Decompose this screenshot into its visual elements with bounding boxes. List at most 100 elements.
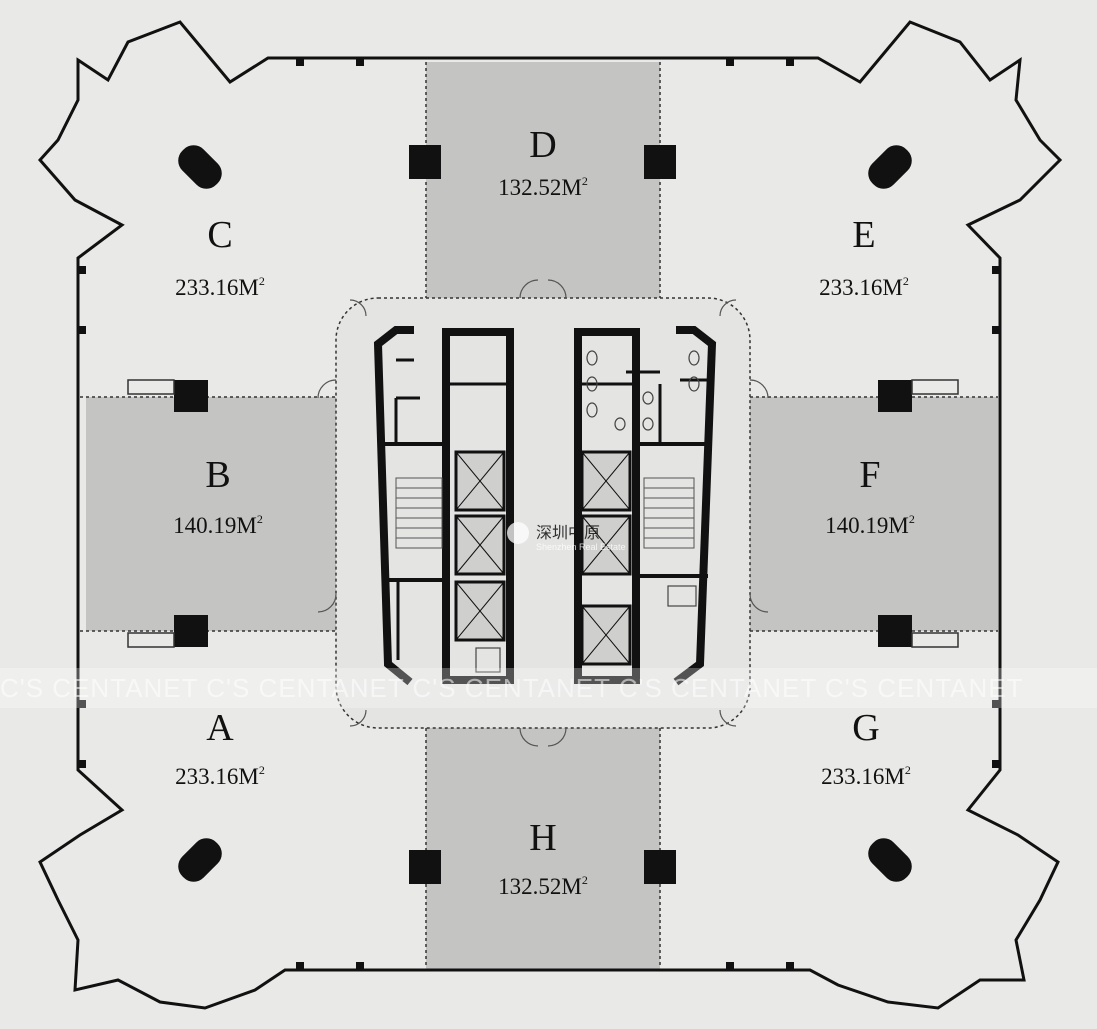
unit-label-F: F 140.19M2 — [825, 454, 915, 538]
door-swing — [349, 299, 367, 317]
unit-letter: E — [852, 214, 875, 256]
mullion — [992, 266, 1000, 274]
column — [409, 850, 441, 884]
mullion — [992, 760, 1000, 768]
column — [644, 145, 676, 179]
perimeter-mullions — [78, 58, 1000, 970]
door-swing — [317, 593, 337, 613]
column — [178, 145, 222, 189]
building-outline — [37, 20, 1063, 1010]
elevator — [454, 580, 506, 642]
unit-label-E: E 233.16M2 — [819, 214, 909, 300]
mullion — [78, 760, 86, 768]
elevators — [454, 450, 632, 666]
core-walls — [373, 326, 717, 686]
unit-area-superscript: 2 — [257, 512, 263, 526]
column — [878, 380, 912, 412]
stair-left — [395, 477, 443, 549]
mullion — [356, 962, 364, 970]
mullion — [786, 58, 794, 66]
elevator — [580, 514, 632, 576]
column — [409, 145, 441, 179]
door-swing — [749, 593, 769, 613]
door-swing — [317, 379, 337, 399]
unit-area-superscript: 2 — [259, 763, 265, 777]
column — [174, 615, 208, 647]
column — [878, 615, 912, 647]
ledge — [911, 632, 959, 648]
unit-area: 233.16M2 — [175, 763, 265, 789]
fixture — [642, 391, 654, 405]
unit-letter: B — [205, 454, 230, 496]
elevator — [580, 450, 632, 512]
core-wall-right — [673, 326, 717, 686]
unit-area-value: 140.19M — [173, 513, 257, 538]
unit-area-superscript: 2 — [909, 512, 915, 526]
column — [644, 850, 676, 884]
unit-letter: H — [529, 817, 556, 859]
unit-area: 140.19M2 — [825, 512, 915, 538]
unit-area-superscript: 2 — [259, 274, 265, 288]
fixture — [586, 376, 598, 392]
door-swing — [547, 279, 567, 299]
unit-labels: D132.52M2C233.16M2E233.16M2B140.19M2F140… — [173, 124, 915, 899]
fixture — [688, 350, 700, 366]
ledges — [127, 379, 959, 648]
unit-F-shading — [750, 397, 998, 631]
unit-area-value: 233.16M — [175, 275, 259, 300]
unit-letter: C — [207, 214, 232, 256]
fixture — [475, 647, 501, 673]
mullion — [786, 962, 794, 970]
shaded-units — [86, 62, 998, 970]
unit-area-superscript: 2 — [905, 763, 911, 777]
watermark-logo-subtext: Shenzhen Real Estate — [536, 542, 626, 552]
unit-label-B: B 140.19M2 — [173, 454, 263, 538]
unit-area-value: 132.52M — [498, 874, 582, 899]
fixture — [667, 585, 697, 607]
core-boundary — [335, 297, 751, 729]
unit-letter: A — [206, 707, 234, 749]
door-swing — [719, 299, 737, 317]
unit-area-value: 233.16M — [819, 275, 903, 300]
unit-area-value: 233.16M — [821, 764, 905, 789]
fixture — [688, 376, 700, 392]
ledge — [911, 379, 959, 395]
fixture — [614, 417, 626, 431]
door-swing — [349, 709, 367, 727]
ledge — [127, 632, 175, 648]
door-swing — [719, 709, 737, 727]
column — [174, 380, 208, 412]
unit-H-shading — [426, 728, 660, 970]
elevator — [454, 514, 506, 576]
mullion — [78, 266, 86, 274]
mullion — [78, 326, 86, 334]
watermark-band — [0, 668, 1097, 708]
mullion — [356, 58, 364, 66]
ledge — [127, 379, 175, 395]
unit-B-shading — [86, 397, 336, 631]
unit-area-superscript: 2 — [582, 873, 588, 887]
structural-columns — [174, 145, 912, 884]
unit-label-C: C 233.16M2 — [175, 214, 265, 300]
unit-area: 132.52M2 — [498, 174, 588, 200]
core-wall-right-inner — [574, 328, 640, 684]
unit-area: 233.16M2 — [819, 274, 909, 300]
watermark-band-text: C'S CENTANET C'S CENTANET C'S CENTANET C… — [0, 673, 1024, 703]
unit-area: 140.19M2 — [173, 512, 263, 538]
unit-D-shading — [426, 62, 660, 298]
stairs — [395, 477, 695, 549]
unit-area-value: 132.52M — [498, 175, 582, 200]
unit-label-A: A 233.16M2 — [175, 707, 265, 789]
unit-letter: F — [859, 454, 880, 496]
mullion — [992, 700, 1000, 708]
column — [868, 145, 912, 189]
column — [178, 838, 222, 882]
door-swing — [749, 379, 769, 399]
mullion — [992, 326, 1000, 334]
unit-letter: G — [852, 707, 879, 749]
door-swing — [519, 279, 539, 299]
mullion — [296, 962, 304, 970]
door-swings — [317, 279, 769, 747]
